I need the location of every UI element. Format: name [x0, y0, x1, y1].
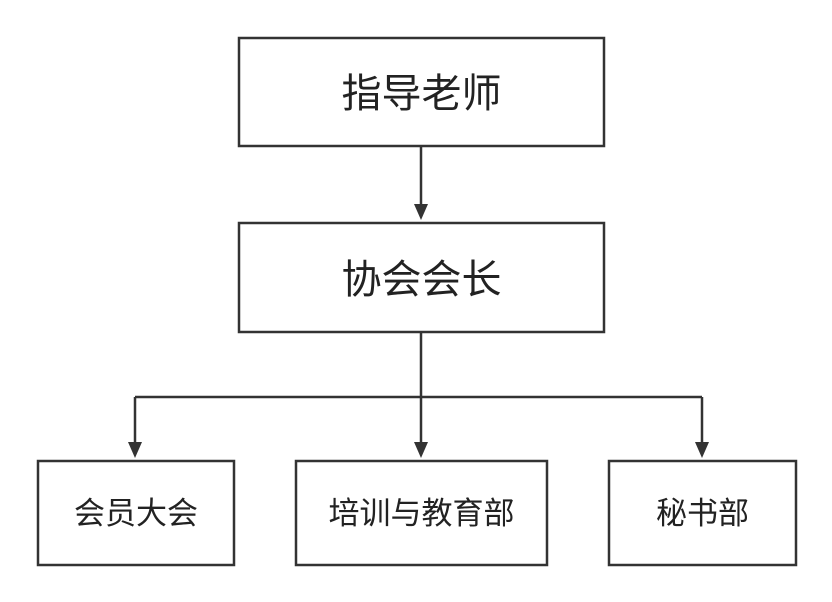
node-dept-training-education-label: 培训与教育部	[329, 496, 515, 532]
node-dept-secretariat-box	[607, 459, 798, 567]
node-dept-member-assembly-label: 会员大会	[74, 496, 198, 532]
node-dept-training-education: 培训与教育部	[294, 459, 549, 567]
node-dept-secretariat: 秘书部	[607, 459, 798, 567]
node-president: 协会会长	[237, 221, 606, 334]
node-advisor-label: 指导老师	[342, 71, 502, 117]
arrowhead-middle	[414, 442, 428, 458]
node-dept-member-assembly-box	[36, 459, 236, 567]
arrowhead-right	[695, 442, 709, 458]
arrowhead-president	[414, 204, 428, 220]
node-advisor-box	[237, 36, 606, 148]
node-dept-member-assembly: 会员大会	[36, 459, 236, 567]
node-president-box	[237, 221, 606, 334]
node-dept-training-education-box	[294, 459, 549, 567]
arrowhead-left	[128, 442, 142, 458]
node-advisor: 指导老师	[237, 36, 606, 148]
node-dept-secretariat-label: 秘书部	[656, 496, 749, 532]
connectors	[128, 147, 709, 458]
node-president-label: 协会会长	[342, 257, 502, 303]
